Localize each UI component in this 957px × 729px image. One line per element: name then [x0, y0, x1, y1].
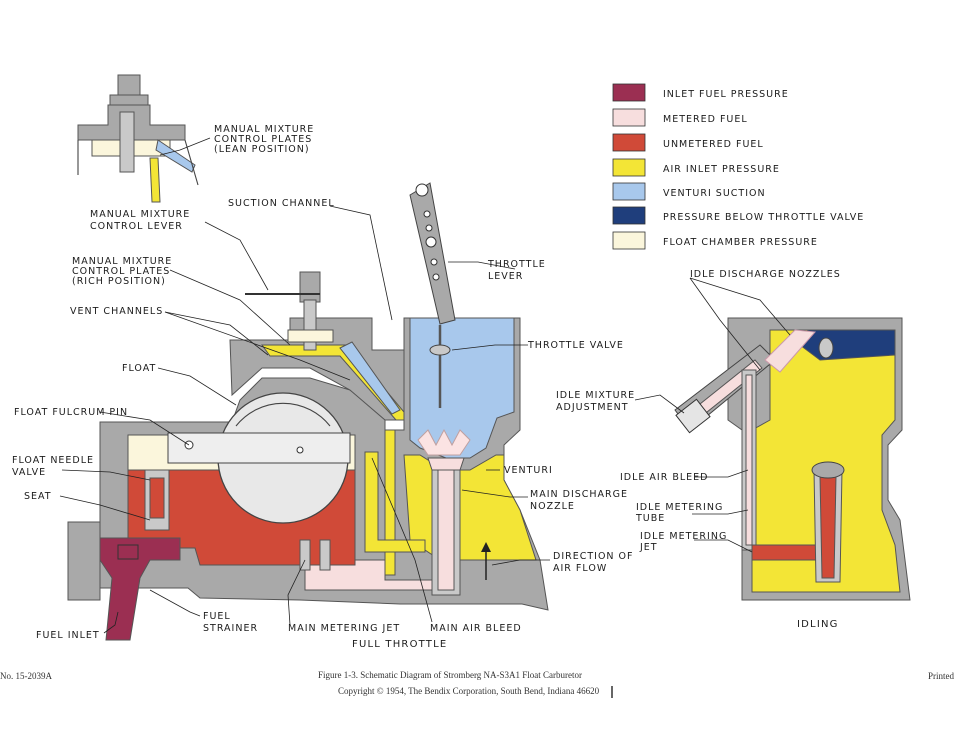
idling-view	[674, 317, 911, 601]
label-manual-mixture-plates-lean: MANUAL MIXTURE	[214, 124, 314, 135]
label-main-metering-jet: MAIN METERING JET	[288, 623, 400, 634]
legend-label: FLOAT CHAMBER PRESSURE	[663, 237, 818, 248]
label-idle-metering-jet: JET	[639, 542, 658, 553]
legend-label: AIR INLET PRESSURE	[663, 164, 780, 175]
label-vent-channels: VENT CHANNELS	[70, 306, 163, 317]
legend-item-unmetered-fuel: UNMETERED FUEL	[612, 133, 764, 152]
legend-label: PRESSURE BELOW THROTTLE VALVE	[663, 212, 864, 223]
legend-item-venturi-suction: VENTURI SUCTION	[612, 182, 766, 201]
legend-swatch	[612, 83, 646, 102]
label-float-fulcrum-pin: FLOAT FULCRUM PIN	[14, 407, 128, 418]
full-throttle-view	[67, 182, 549, 641]
legend-label: METERED FUEL	[663, 114, 748, 125]
label-throttle-valve: THROTTLE VALVE	[527, 340, 624, 351]
label-idle-metering-jet: IDLE METERING	[640, 531, 727, 542]
label-manual-mixture-lever: MANUAL MIXTURE	[90, 209, 190, 220]
legend-swatch	[612, 158, 646, 177]
label-manual-mixture-plates-rich: (RICH POSITION)	[72, 276, 166, 287]
label-float: FLOAT	[122, 363, 156, 374]
float-arm	[167, 432, 351, 464]
legend-item-below-throttle: PRESSURE BELOW THROTTLE VALVE	[612, 206, 864, 225]
label-idle-air-bleed: IDLE AIR BLEED	[620, 472, 708, 483]
label-direction-air-flow: DIRECTION OF	[553, 551, 634, 562]
label-fuel-strainer: FUEL	[203, 611, 231, 622]
label-float-needle-valve: VALVE	[12, 467, 46, 478]
inset-lean-valve	[77, 74, 199, 203]
label-idle-metering-tube: IDLE METERING	[636, 502, 723, 513]
label-manual-mixture-plates-rich: CONTROL PLATES	[72, 266, 170, 277]
label-manual-mixture-plates-lean: (LEAN POSITION)	[214, 144, 310, 155]
throttle-lever	[409, 182, 456, 325]
label-venturi: VENTURI	[504, 465, 553, 476]
legend-label: UNMETERED FUEL	[663, 139, 764, 150]
label-float-needle-valve: FLOAT NEEDLE	[12, 455, 94, 466]
title-full-throttle: FULL THROTTLE	[352, 639, 447, 650]
label-main-discharge-nozzle: MAIN DISCHARGE	[530, 489, 628, 500]
legend-swatch	[612, 206, 646, 225]
label-manual-mixture-lever: CONTROL LEVER	[90, 221, 183, 232]
legend-item-float-chamber: FLOAT CHAMBER PRESSURE	[612, 231, 818, 250]
legend-label: INLET FUEL PRESSURE	[663, 89, 789, 100]
label-throttle-lever: LEVER	[488, 271, 523, 282]
label-manual-mixture-plates-lean: CONTROL PLATES	[214, 134, 312, 145]
label-fuel-inlet: FUEL INLET	[36, 630, 100, 641]
legend-item-inlet-fuel: INLET FUEL PRESSURE	[612, 83, 789, 102]
label-suction-channel: SUCTION CHANNEL	[228, 198, 335, 209]
label-main-discharge-nozzle: NOZZLE	[530, 501, 575, 512]
legend-item-metered-fuel: METERED FUEL	[612, 108, 748, 127]
title-idling: IDLING	[797, 619, 839, 630]
legend-swatch	[612, 108, 646, 127]
label-main-air-bleed: MAIN AIR BLEED	[430, 623, 522, 634]
legend-swatch	[612, 182, 646, 201]
printed-note: Printed	[928, 671, 954, 681]
leader-lines	[59, 137, 791, 634]
label-seat: SEAT	[24, 491, 52, 502]
legend-label: VENTURI SUCTION	[663, 188, 766, 199]
legend-swatch	[612, 231, 646, 250]
label-direction-air-flow: AIR FLOW	[553, 563, 607, 574]
label-fuel-strainer: STRAINER	[203, 623, 258, 634]
legend-item-air-inlet: AIR INLET PRESSURE	[612, 158, 780, 177]
diagram-labels: MANUAL MIXTURE CONTROL PLATES (LEAN POSI…	[12, 124, 841, 641]
fuel-inlet-passage	[99, 537, 181, 641]
label-manual-mixture-plates-rich: MANUAL MIXTURE	[72, 256, 172, 267]
figure-caption: Figure 1-3. Schematic Diagram of Strombe…	[318, 670, 582, 680]
legend: INLET FUEL PRESSURE METERED FUEL UNMETER…	[612, 83, 864, 250]
label-idle-mixture-adjustment: ADJUSTMENT	[556, 402, 629, 413]
label-throttle-lever: THROTTLE	[487, 259, 546, 270]
legend-swatch	[612, 133, 646, 152]
label-idle-metering-tube: TUBE	[635, 513, 665, 524]
label-idle-mixture-adjustment: IDLE MIXTURE	[556, 390, 635, 401]
label-idle-discharge-nozzles: IDLE DISCHARGE NOZZLES	[690, 269, 841, 280]
copyright-line: Copyright © 1954, The Bendix Corporation…	[338, 686, 600, 696]
document-number: No. 15-2039A	[0, 671, 52, 681]
